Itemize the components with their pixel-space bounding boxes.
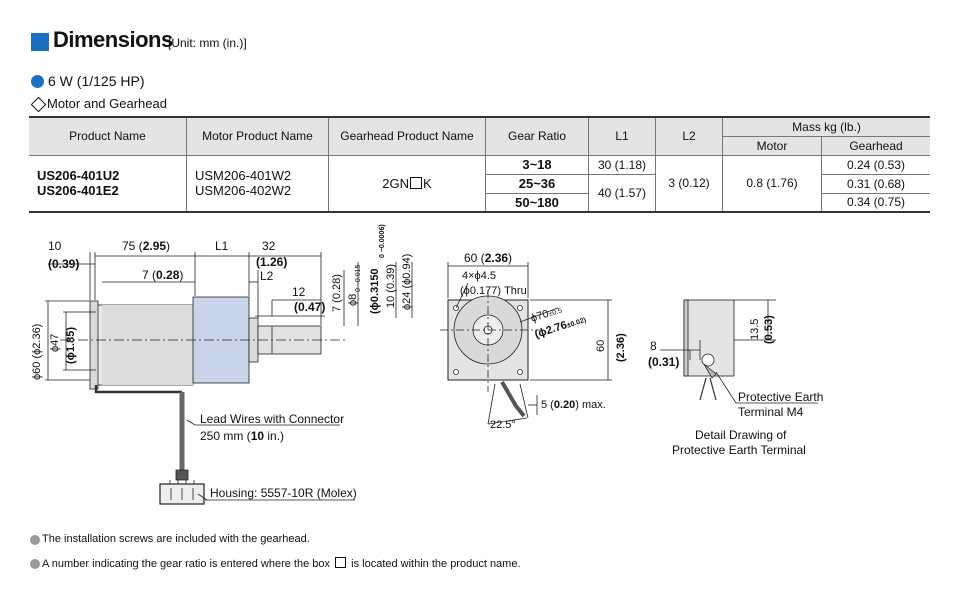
dim-12-in: (0.47) <box>294 300 325 314</box>
l1-2: 40 (1.57) <box>588 173 656 213</box>
detail-caption-2: Protective Earth Terminal <box>672 443 806 457</box>
dim-phi47: ϕ47 <box>49 334 61 352</box>
l2-value: 3 (0.12) <box>655 154 723 213</box>
dim-vphi24: ϕ24 (ϕ0.94) <box>401 254 413 310</box>
dim-v7: 7 (0.28) <box>331 274 343 312</box>
mass-gearhead-1: 0.24 (0.53) <box>821 154 930 175</box>
note-2: A number indicating the gear ratio is en… <box>42 557 521 570</box>
front-holes-in: (ϕ0.177) Thru <box>460 285 527 297</box>
spec-table: Product Name Motor Product Name Gearhead… <box>29 116 930 213</box>
product-name-2: US206-401E2 <box>37 183 119 199</box>
pe-label-1: Protective Earth <box>738 390 823 404</box>
section-bullet-icon <box>31 75 44 88</box>
motor-name-2: USM206-402W2 <box>195 183 292 199</box>
mass-gearhead-3: 0.34 (0.75) <box>821 192 930 213</box>
front-v60: 60 <box>595 340 607 352</box>
detail-dim-8-in: (0.31) <box>648 355 679 369</box>
mass-gearhead-2: 0.31 (0.68) <box>821 173 930 194</box>
dim-32: 32 <box>262 239 276 253</box>
gearhead-name-suffix: K <box>423 175 432 191</box>
note-bullet-icon <box>30 559 40 569</box>
dim-v0315: (ϕ0.3150 <box>369 268 381 314</box>
detail-caption-1: Detail Drawing of <box>695 428 787 442</box>
page-title: Dimensions <box>53 27 173 52</box>
dim-l1: L1 <box>215 239 229 253</box>
motor-names-cell: USM206-401W2 USM206-402W2 <box>186 154 329 213</box>
dim-v0315-tol: 0 −0.0006) <box>379 224 386 258</box>
mass-motor-value: 0.8 (1.76) <box>722 154 822 213</box>
dim-v10: 10 (0.39) <box>385 264 397 308</box>
note-1: The installation screws are included wit… <box>42 533 310 545</box>
detail-dim-135-in: (0.53) <box>763 315 775 344</box>
motor-name-1: USM206-401W2 <box>195 168 292 184</box>
th-l2: L2 <box>655 116 723 156</box>
lead-length-label: 250 mm (10 in.) <box>200 429 284 443</box>
front-angle: 22.5° <box>490 419 516 431</box>
dim-phi185: (ϕ1.85) <box>65 327 77 364</box>
dim-75: 75 (2.95) <box>122 239 170 253</box>
section-type: Motor and Gearhead <box>47 96 167 111</box>
front-phi70: ϕ70±0.5 <box>529 304 563 325</box>
gearhead-name-cell: 2GN K <box>328 154 486 213</box>
pe-label-2: Terminal M4 <box>738 405 804 419</box>
note-bullet-icon <box>30 535 40 545</box>
box-placeholder-icon <box>335 557 347 568</box>
gearhead-name-prefix: 2GN <box>382 175 410 191</box>
gear-ratio-3: 50~180 <box>485 192 589 213</box>
th-l1: L1 <box>588 116 656 156</box>
box-placeholder-icon <box>410 176 423 189</box>
dim-l2: L2 <box>260 269 274 283</box>
dim-10-in: (0.39) <box>48 257 79 271</box>
th-mass-gearhead: Gearhead <box>821 135 930 156</box>
th-product-name: Product Name <box>29 116 187 156</box>
housing-label: Housing: 5557-10R (Molex) <box>210 486 357 500</box>
header-marker-icon <box>31 33 49 51</box>
dim-32-in: (1.26) <box>256 255 287 269</box>
note-2-part-b: is located within the product name. <box>351 558 521 570</box>
dim-12: 12 <box>292 285 306 299</box>
detail-dim-8: 8 <box>650 339 657 353</box>
dim-phi60: ϕ60 (ϕ2.36) <box>31 324 43 380</box>
front-v60-in: (2.36) <box>615 333 627 362</box>
section-power: 6 W (1/125 HP) <box>48 73 145 89</box>
front-dim-5: 5 (0.20) max. <box>541 399 606 411</box>
th-mass: Mass kg (lb.) <box>722 116 930 137</box>
note-2-part-a: A number indicating the gear ratio is en… <box>42 558 331 570</box>
dim-vphi8-tol: 0 −0.015 <box>355 264 362 292</box>
product-name-1: US206-401U2 <box>37 168 120 184</box>
detail-dim-135: 13.5 <box>749 319 761 340</box>
dim-7: 7 (0.28) <box>142 268 183 282</box>
front-holes: 4×ϕ4.5 <box>462 270 496 282</box>
th-gear-ratio: Gear Ratio <box>485 116 589 156</box>
dim-vphi8: ϕ8 <box>347 294 359 306</box>
unit-label: [Unit: mm (in.)] <box>168 36 247 50</box>
dim-10: 10 <box>48 239 62 253</box>
th-mass-motor: Motor <box>722 135 822 156</box>
front-dim-60: 60 (2.36) <box>464 251 512 265</box>
lead-wires-label: Lead Wires with Connector <box>200 412 344 426</box>
